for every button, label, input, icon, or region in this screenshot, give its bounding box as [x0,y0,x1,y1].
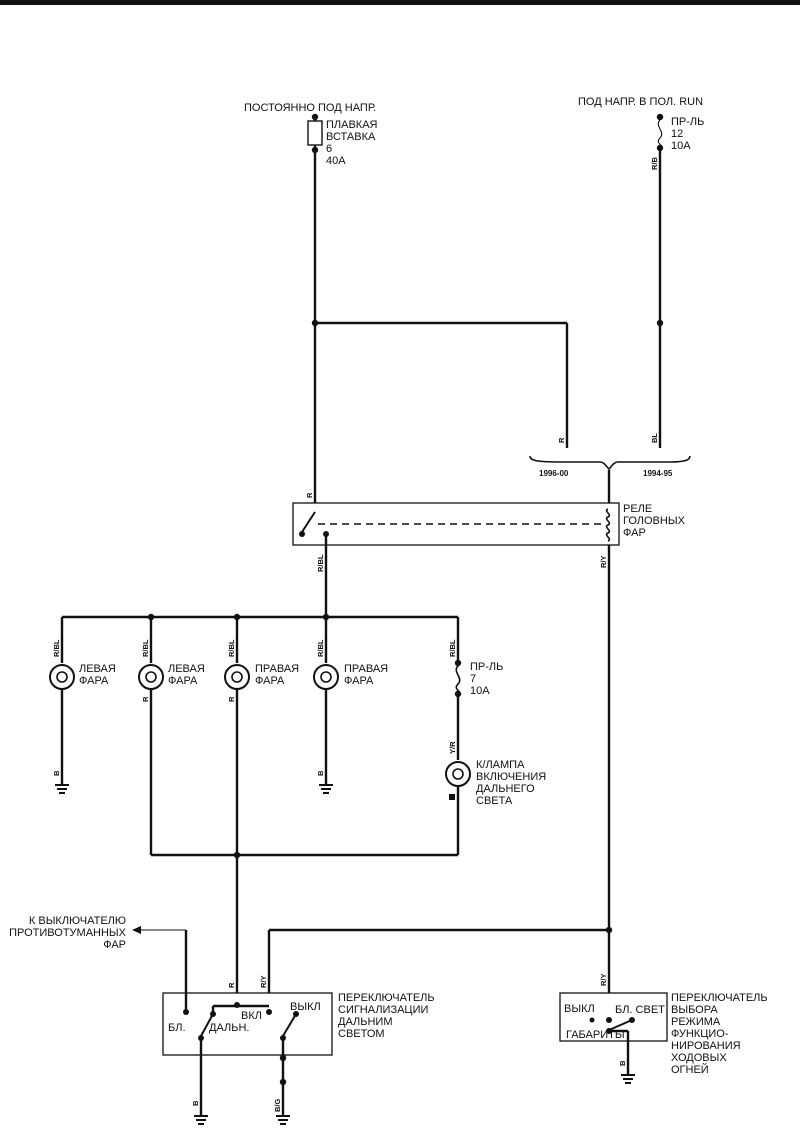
dimmer-on-label: ВКЛ [241,1010,262,1022]
wire-code: R [141,696,150,702]
fusible-link-label: 40А [326,155,346,167]
drl-switch-label: ОГНЕЙ [671,1063,709,1076]
headlight-relay [292,470,620,546]
wire-code: R/Y [599,555,608,568]
dimmer-switch-label: СВЕТОМ [338,1028,385,1040]
top-border [0,0,800,5]
indicator-label: ВКЛЮЧЕНИЯ [476,771,546,783]
year-right-label: 1994-95 [643,469,673,478]
fuse12-label: 10А [671,140,691,152]
dimmer-low-label: БЛ. [168,1022,186,1034]
lamp-drops [60,617,460,663]
ground-icon [319,784,333,794]
drl-switch-label: РЕЖИМА [671,1016,721,1028]
fusible-link-label: ПЛАВКАЯ [326,119,378,131]
fuse7-label: ПР-ЛЬ [470,661,503,673]
indicator-ground-block [449,794,455,800]
wire-code: R/BL [316,554,325,572]
high-beam-indicator-icon [445,761,471,787]
fuse12-label: 12 [671,128,683,140]
relay-label: ФАР [623,527,646,539]
run-power-label: ПОД НАПР. В ПОЛ. RUN [578,96,703,108]
right-lamp-2-label: ФАРА [344,675,374,687]
dimmer-switch [162,992,333,1056]
fusible-link-icon [307,120,323,146]
arrow-left-icon [132,926,141,934]
drl-switch-label: ХОДОВЫХ [671,1052,727,1064]
fuse7-label: 7 [470,673,476,685]
drl-switch-label: ПЕРЕКЛЮЧАТЕЛЬ [671,992,768,1004]
headlamp-left-2-icon [138,664,164,690]
fog-switch-label: ПРОТИВОТУМАННЫХ [9,927,127,939]
year-left-label: 1996-00 [539,469,569,478]
left-lamp-1-label: ЛЕВАЯ [79,663,116,675]
wire-code: R/B [650,157,659,171]
headlamp-right-2-icon [313,664,339,690]
wire-code: R/BL [448,639,457,657]
ground-icon [55,784,69,794]
fog-switch-label: К ВЫКЛЮЧАТЕЛЮ [29,915,126,927]
drl-park-label: ГАБАРИТЫ [566,1029,625,1041]
drl-low-label: БЛ. СВЕТ [615,1004,665,1016]
dimmer-off-label: ВЫКЛ [290,1001,321,1013]
fusible-link-label: 6 [326,143,332,155]
fuse7-icon [454,659,462,760]
headlamp-right-1-icon [224,664,250,690]
right-lamp-1-label: ПРАВАЯ [255,663,299,675]
main-feed [307,113,569,512]
left-lamp-2-label: ЛЕВАЯ [168,663,205,675]
fuse7-label: 10А [470,685,490,697]
left-lamp-2-label: ФАРА [168,675,198,687]
wire-code: R [305,492,314,498]
wire-code: BL [650,433,659,443]
right-lamp-2-label: ПРАВАЯ [344,663,388,675]
dimmer-switch-label: ДАЛЬНИМ [338,1016,392,1028]
fuse12-label: ПР-ЛЬ [671,116,704,128]
right-lamp-1-label: ФАРА [255,675,285,687]
fuse12-icon [657,119,663,148]
ground-icon [276,1115,290,1125]
wire-code: R/BL [141,639,150,657]
wire-code: R/BL [52,639,61,657]
dimmer-switch-label: СИГНАЛИЗАЦИИ [338,1004,428,1016]
ground-icon [621,1074,635,1084]
wire-code: R/Y [599,973,608,986]
indicator-label: ДАЛЬНЕГО [476,783,535,795]
relay-label: ГОЛОВНЫХ [623,515,686,527]
wire-code: R [557,437,566,443]
wire-code: R/BL [227,639,236,657]
drl-switch-label: ВЫБОРА [671,1004,718,1016]
wire-code: R/Y [259,975,268,988]
drl-switch-label: ФУНКЦИО- [671,1028,729,1040]
wire-code: B [191,1100,200,1106]
fog-switch-label: ФАР [103,939,126,951]
ground-icon [194,1115,208,1125]
wire-code: B [52,770,61,776]
year-brace [529,455,691,471]
indicator-label: К/ЛАМПА [476,759,525,771]
fusible-link-label: ВСТАВКА [326,131,376,143]
wire-code: R [227,982,236,988]
indicator-label: СВЕТА [476,795,513,807]
const-power-label: ПОСТОЯННО ПОД НАПР. [244,102,376,114]
wire-code: B [316,770,325,776]
wire-code: Y/R [448,741,457,754]
dimmer-switch-label: ПЕРЕКЛЮЧАТЕЛЬ [338,992,435,1004]
relay-label: РЕЛЕ [623,503,652,515]
run-feed [656,113,664,448]
dimmer-high-label: ДАЛЬН. [209,1022,249,1034]
relay-coil-icon [605,508,611,542]
drl-switch-label: НИРОВАНИЯ [671,1040,741,1052]
wire-code: B/G [273,1099,282,1113]
wire-code: R/BL [316,639,325,657]
wire-code: R [227,696,236,702]
drl-off-label: ВЫКЛ [564,1003,595,1015]
wire-code: B [618,1060,627,1066]
headlamp-left-1-icon [49,664,75,690]
left-lamp-1-label: ФАРА [79,675,109,687]
